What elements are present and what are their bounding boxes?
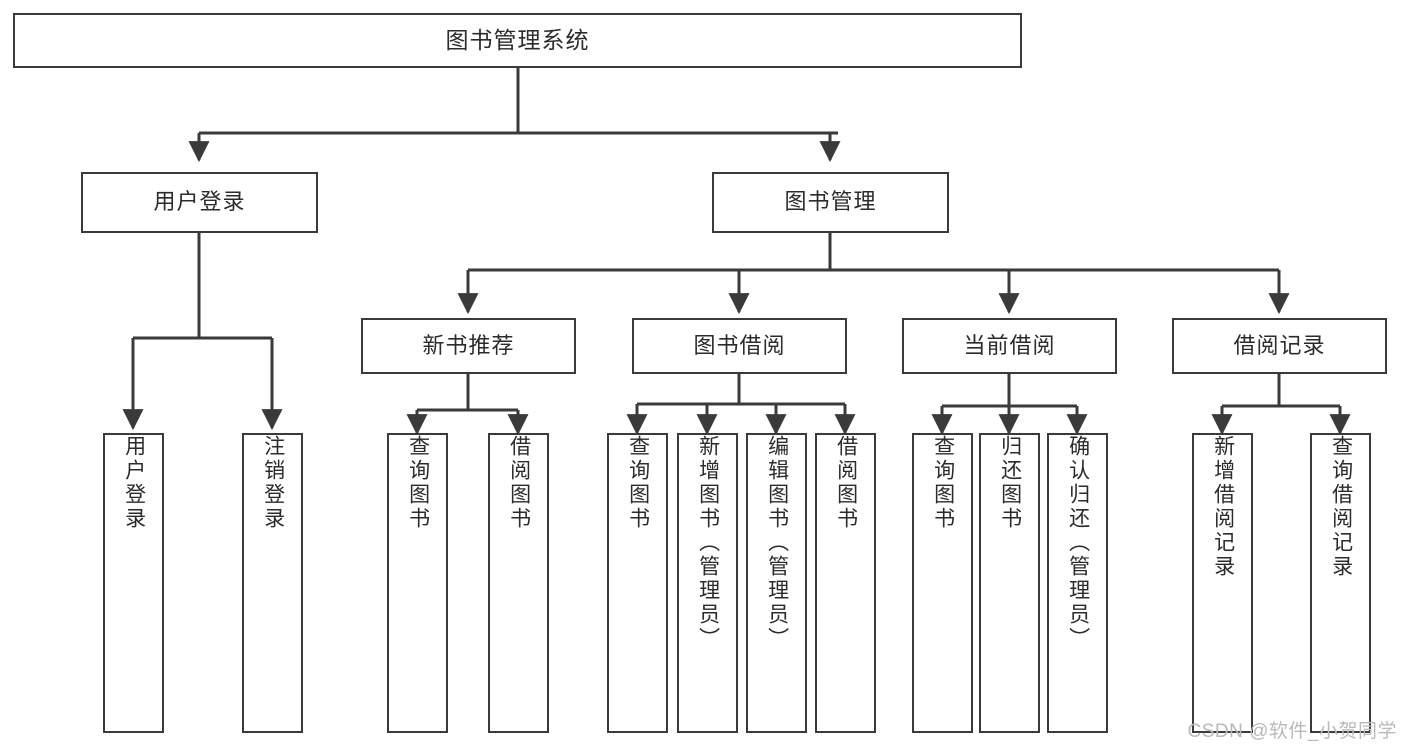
node-new-book-recommendation[interactable]: 新书推荐 <box>361 318 576 374</box>
node-label: 借阅图书 <box>507 435 531 531</box>
leaf-user-logout[interactable]: 注销登录 <box>242 433 303 733</box>
csdn-watermark: CSDN @软件_小贺同学 <box>1187 721 1397 742</box>
leaf-add-borrow-record[interactable]: 新增借阅记录 <box>1192 433 1253 733</box>
leaf-query-book-current[interactable]: 查询图书 <box>912 433 973 733</box>
node-label: 图书管理系统 <box>445 26 590 53</box>
node-label: 查询借阅记录 <box>1329 435 1353 579</box>
node-label: 新增借阅记录 <box>1211 435 1235 579</box>
node-root-book-management-system[interactable]: 图书管理系统 <box>13 13 1022 68</box>
node-label: 借阅记录 <box>1233 332 1326 358</box>
node-label: 当前借阅 <box>963 332 1056 358</box>
node-label: 查询图书 <box>406 435 430 531</box>
leaf-borrow-book-recommendation[interactable]: 借阅图书 <box>488 433 549 733</box>
node-label: 图书借阅 <box>693 332 786 358</box>
node-label: 编辑图书（管理员） <box>765 435 789 651</box>
leaf-borrow-book-borrowing[interactable]: 借阅图书 <box>815 433 876 733</box>
leaf-query-book-borrowing[interactable]: 查询图书 <box>607 433 668 733</box>
leaf-user-login[interactable]: 用户登录 <box>103 433 164 733</box>
node-book-borrowing[interactable]: 图书借阅 <box>632 318 847 374</box>
node-current-borrowing[interactable]: 当前借阅 <box>902 318 1117 374</box>
node-label: 用户登录 <box>122 435 146 531</box>
node-label: 新书推荐 <box>422 332 515 358</box>
node-label: 查询图书 <box>626 435 650 531</box>
leaf-edit-book-admin[interactable]: 编辑图书（管理员） <box>746 433 807 733</box>
node-label: 借阅图书 <box>834 435 858 531</box>
leaf-query-book-recommendation[interactable]: 查询图书 <box>387 433 448 733</box>
leaf-return-book[interactable]: 归还图书 <box>979 433 1040 733</box>
node-label: 注销登录 <box>261 435 285 531</box>
node-label: 新增图书（管理员） <box>696 435 720 651</box>
node-user-login[interactable]: 用户登录 <box>81 172 318 233</box>
leaf-query-borrow-record[interactable]: 查询借阅记录 <box>1310 433 1371 733</box>
leaf-add-book-admin[interactable]: 新增图书（管理员） <box>677 433 738 733</box>
node-label: 查询图书 <box>931 435 955 531</box>
node-borrowing-record[interactable]: 借阅记录 <box>1172 318 1387 374</box>
node-label: 图书管理 <box>784 189 877 215</box>
leaf-confirm-return-admin[interactable]: 确认归还（管理员） <box>1047 433 1108 733</box>
node-label: 确认归还（管理员） <box>1066 435 1090 651</box>
node-label: 归还图书 <box>998 435 1022 531</box>
node-book-management[interactable]: 图书管理 <box>712 172 949 233</box>
node-label: 用户登录 <box>153 189 246 215</box>
